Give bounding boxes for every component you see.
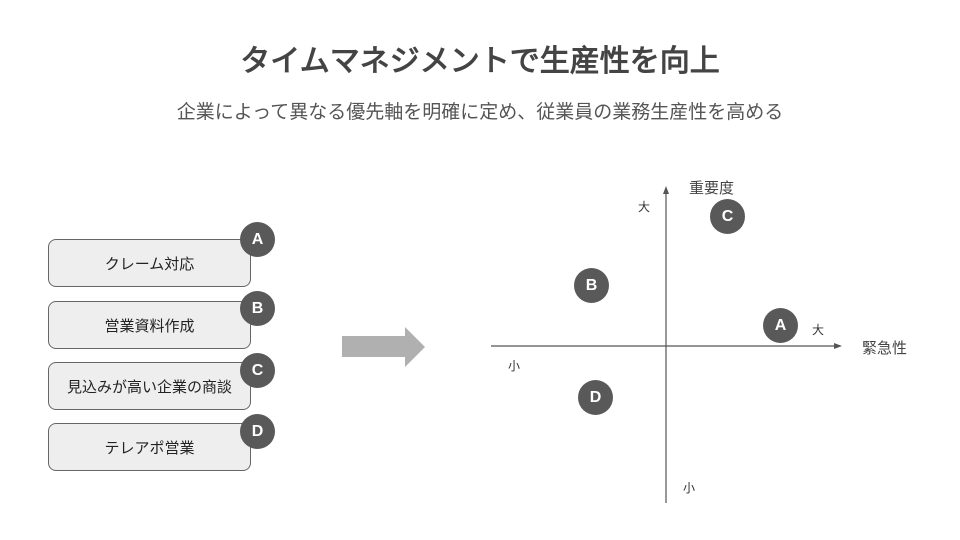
x-axis-arrowhead <box>834 343 842 349</box>
task-box-d: テレアポ営業 <box>48 423 251 471</box>
task-box-b: 営業資料作成 <box>48 301 251 349</box>
task-label: 見込みが高い企業の商談 <box>66 378 232 396</box>
x-low-label: 小 <box>508 359 521 373</box>
y-low-label: 小 <box>683 481 696 495</box>
matrix-point-c: C <box>710 199 745 234</box>
y-axis-arrowhead <box>663 186 669 194</box>
task-label: 営業資料作成 <box>104 317 195 335</box>
task-badge-b: B <box>240 291 275 326</box>
slide-title: タイムマネジメントで生産性を向上 <box>240 45 720 78</box>
task-label: クレーム対応 <box>104 255 195 273</box>
matrix-point-a: A <box>763 308 798 343</box>
y-high-label: 大 <box>638 200 651 214</box>
task-box-a: クレーム対応 <box>48 239 251 287</box>
task-badge-c: C <box>240 353 275 388</box>
task-box-c: 見込みが高い企業の商談 <box>48 362 251 410</box>
y-axis-label: 重要度 <box>689 180 735 197</box>
task-badge-d: D <box>240 414 275 449</box>
matrix-point-b: B <box>574 268 609 303</box>
x-high-label: 大 <box>812 323 825 337</box>
task-badge-a: A <box>240 222 275 257</box>
task-label: テレアポ営業 <box>104 439 195 457</box>
slide-subtitle: 企業によって異なる優先軸を明確に定め、従業員の業務生産性を高める <box>176 102 784 123</box>
x-axis-label: 緊急性 <box>862 340 908 357</box>
matrix-point-d: D <box>578 380 613 415</box>
right-arrow-icon <box>342 327 425 367</box>
